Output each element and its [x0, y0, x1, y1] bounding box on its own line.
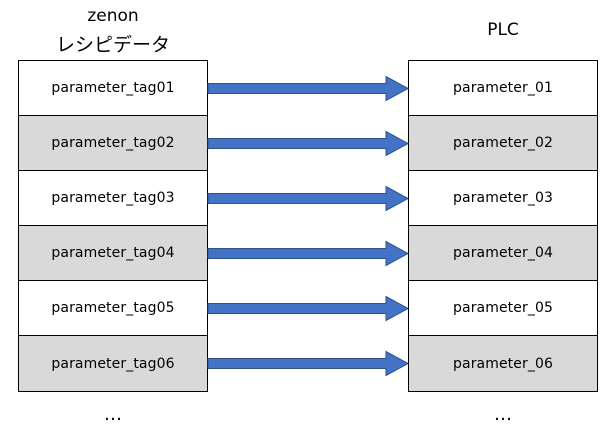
source-tag-cell-6: parameter_tag06	[19, 336, 207, 391]
mapping-arrow-1	[207, 75, 410, 102]
source-title-line1: zenon	[87, 6, 139, 26]
target-parameter-cell-4: parameter_04	[409, 226, 597, 281]
mapping-arrow-3	[207, 185, 410, 212]
source-tag-cell-3: parameter_tag03	[19, 171, 207, 226]
mapping-arrow-6	[207, 350, 410, 377]
source-title-line2: レシピデータ	[55, 34, 170, 56]
mapping-arrow-4	[207, 240, 410, 267]
target-parameter-cell-5: parameter_05	[409, 281, 597, 336]
target-more-ellipsis: …	[494, 404, 512, 425]
source-tag-cell-2: parameter_tag02	[19, 116, 207, 171]
source-tag-cell-5: parameter_tag05	[19, 281, 207, 336]
source-more-ellipsis: …	[104, 404, 122, 425]
target-parameter-cell-2: parameter_02	[409, 116, 597, 171]
source-tag-cell-1: parameter_tag01	[19, 61, 207, 116]
source-tag-cell-4: parameter_tag04	[19, 226, 207, 281]
target-parameter-cell-6: parameter_06	[409, 336, 597, 391]
target-title: PLC	[487, 20, 519, 40]
mapping-arrow-5	[207, 295, 410, 322]
mapping-arrow-2	[207, 130, 410, 157]
target-parameter-cell-3: parameter_03	[409, 171, 597, 226]
target-parameter-cell-1: parameter_01	[409, 61, 597, 116]
